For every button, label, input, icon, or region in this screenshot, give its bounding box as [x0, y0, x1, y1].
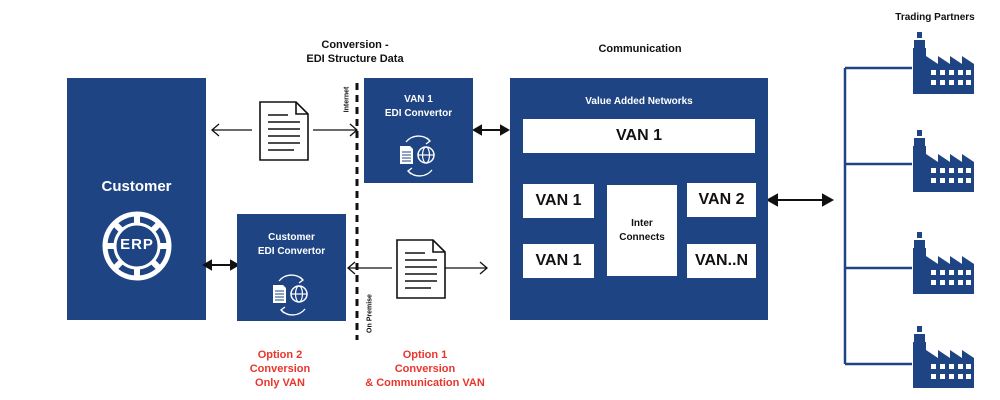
document-icon: [395, 238, 447, 300]
customer-label: Customer: [101, 178, 172, 195]
van-left-bottom-box: VAN 1: [523, 244, 594, 278]
van-right-bottom-box: VAN..N: [687, 244, 756, 278]
conversion-title-line1: Conversion -: [321, 39, 389, 51]
interconnects-box: Inter Connects: [607, 185, 677, 276]
convert-icon: [396, 135, 442, 177]
customer-converter-line2: EDI Convertor: [257, 246, 326, 257]
customer-converter-line1: Customer: [268, 232, 315, 243]
factory-icon: [905, 28, 975, 94]
van-right-top-box: VAN 2: [687, 183, 756, 217]
factory-icon: [905, 322, 975, 388]
option1-line1: Option 1: [402, 349, 448, 361]
option1-line2: Conversion: [394, 363, 456, 375]
van1-converter-line2: EDI Convertor: [384, 108, 453, 119]
document-icon: [258, 100, 310, 162]
van1-edi-converter-box: VAN 1 EDI Convertor: [364, 78, 473, 183]
convert-icon: [269, 274, 315, 316]
option1-line3: & Communication VAN: [365, 377, 485, 389]
erp-logo-text: ERP: [120, 236, 154, 253]
option2-line2: Conversion: [249, 363, 311, 375]
van1-converter-line1: VAN 1: [404, 94, 433, 105]
trading-partners-title: Trading Partners: [895, 12, 975, 23]
internet-label: Internet: [343, 86, 351, 113]
interconnects-line1: Inter: [631, 218, 653, 229]
van-top-box: VAN 1: [523, 119, 755, 153]
van-network-title: Value Added Networks: [585, 96, 693, 107]
interconnects-line2: Connects: [619, 232, 665, 243]
factory-icon: [905, 126, 975, 192]
van-left-top-box: VAN 1: [523, 184, 594, 218]
conversion-title: Conversion - EDI Structure Data: [270, 38, 440, 66]
option1-label: Option 1 Conversion & Communication VAN: [355, 348, 495, 390]
option2-label: Option 2 Conversion Only VAN: [230, 348, 330, 390]
erp-gear-icon: ERP: [102, 211, 172, 281]
customer-edi-converter-box: Customer EDI Convertor: [237, 214, 346, 321]
conversion-title-line2: EDI Structure Data: [306, 53, 404, 65]
value-added-networks-box: Value Added Networks VAN 1 VAN 1 VAN 1 I…: [510, 78, 768, 320]
customer-box: Customer ERP: [67, 78, 206, 320]
option2-line1: Option 2: [257, 349, 303, 361]
factory-icon: [905, 228, 975, 294]
option2-line3: Only VAN: [255, 377, 305, 389]
on-premise-label: On Premise: [366, 294, 374, 333]
communication-title: Communication: [598, 43, 682, 55]
